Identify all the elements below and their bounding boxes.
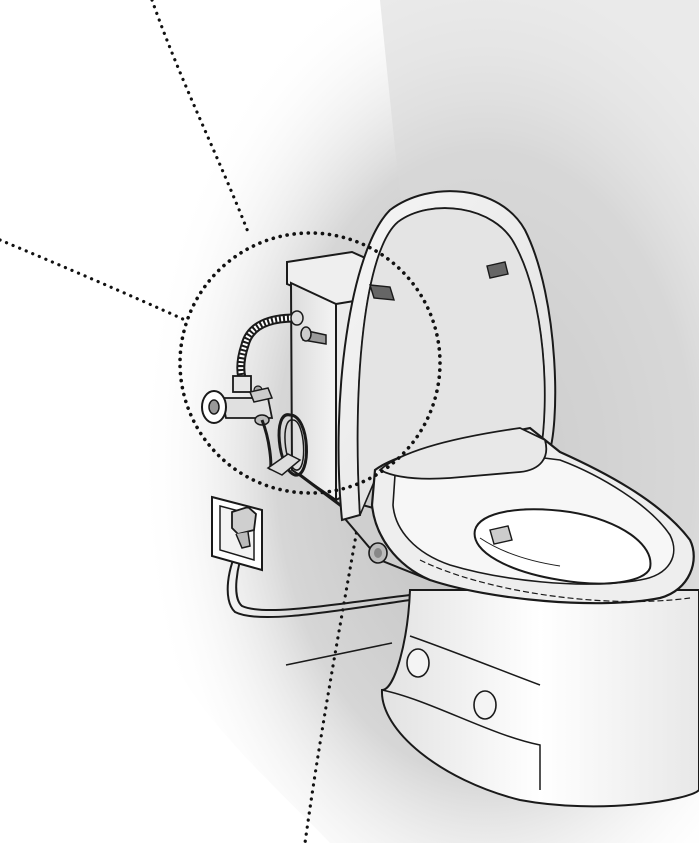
nozzle-guard bbox=[489, 525, 513, 545]
seat-hinge-cover bbox=[378, 427, 548, 480]
seat-opening bbox=[473, 508, 652, 585]
leader-line-left bbox=[0, 238, 187, 322]
toilet-bowl bbox=[380, 589, 699, 808]
water-supply-hose bbox=[236, 310, 304, 380]
lid-bumper bbox=[369, 261, 509, 301]
bidet-seat bbox=[370, 426, 695, 605]
floor-pointer-line bbox=[285, 642, 393, 666]
callout-leader-lines bbox=[0, 0, 362, 843]
power-plug bbox=[231, 505, 257, 549]
seat-bolt-cap bbox=[473, 690, 497, 720]
power-cord bbox=[226, 544, 411, 619]
seat-bolt-cap bbox=[406, 648, 430, 678]
leader-line-top bbox=[150, 0, 250, 234]
leader-line-bottom bbox=[303, 510, 362, 843]
callout-circle bbox=[178, 231, 442, 495]
tank-flush-lever bbox=[300, 326, 327, 345]
